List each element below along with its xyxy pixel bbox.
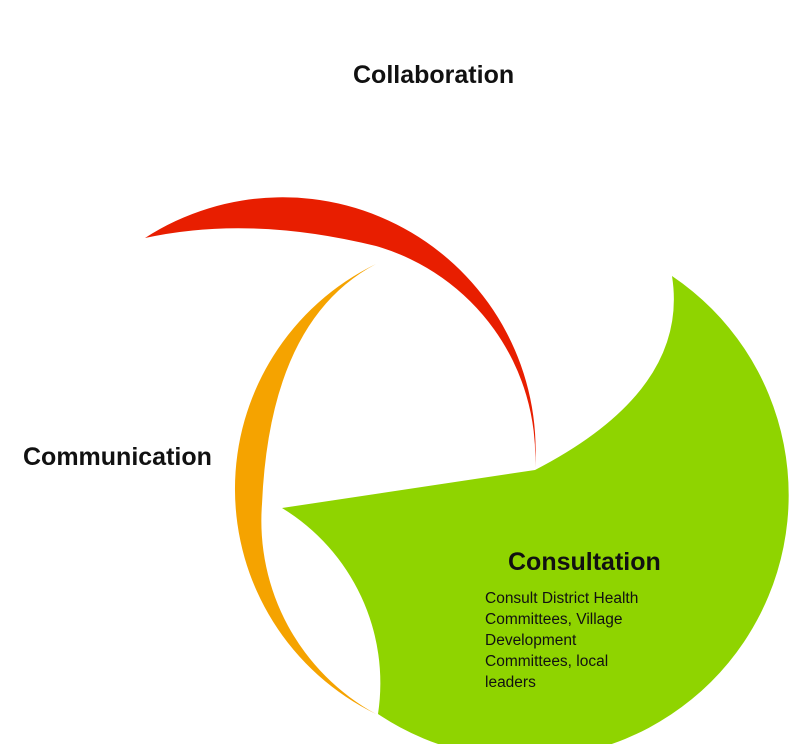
- collaboration-line: local researchers,: [344, 122, 467, 139]
- collaboration-title: Collaboration: [353, 61, 515, 89]
- collaboration-description: Collaborate/involve local researchers, t…: [344, 99, 476, 183]
- consultation-segment: [282, 276, 789, 744]
- communication-line: research participants: [46, 551, 190, 568]
- communication-line: Communicate to: [46, 488, 159, 505]
- consultation-line: Committees, local: [485, 653, 609, 670]
- consultation-line: Committees, Village: [485, 611, 623, 628]
- communication-segment: [234, 264, 376, 714]
- consultation-description: Consult District Health Committees, Vill…: [485, 588, 638, 693]
- collaboration-segment: [145, 197, 536, 469]
- communication-title: Communication: [23, 443, 212, 471]
- collaboration-line: technical working: [344, 143, 463, 160]
- communication-line: participating research: [46, 509, 195, 526]
- communication-line: communities and: [46, 530, 164, 547]
- consultation-line: Consult District Health: [485, 590, 639, 607]
- communication-description: Communicate to participating research co…: [46, 486, 194, 570]
- consultation-line: leaders: [485, 674, 536, 691]
- collaboration-line: groups or CABs.: [344, 164, 458, 181]
- consultation-line: Development: [485, 632, 577, 649]
- consultation-title: Consultation: [508, 548, 661, 576]
- collaboration-line: Collaborate/involve: [344, 101, 476, 118]
